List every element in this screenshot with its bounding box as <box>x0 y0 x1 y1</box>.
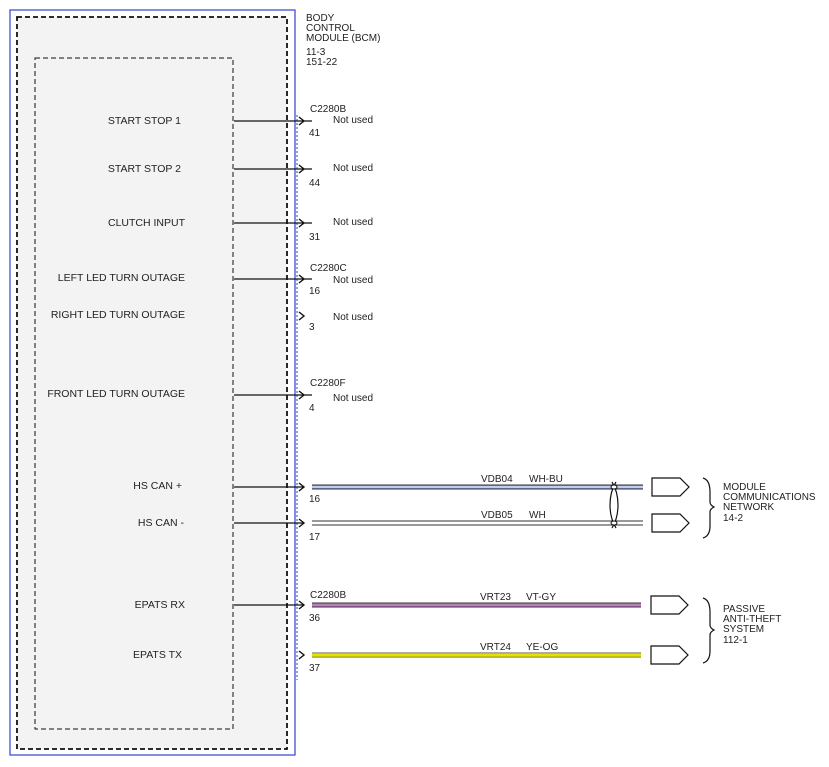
pin-arrow-icon <box>298 116 306 126</box>
module-title-line: BODY <box>306 13 335 24</box>
connector-terminal-icon <box>650 645 689 665</box>
signal-label: EPATS TX <box>133 649 182 661</box>
pin-number: 31 <box>309 232 321 243</box>
pin-arrow-icon <box>298 650 306 660</box>
pin-arrow-icon <box>298 482 306 492</box>
signal-label: RIGHT LED TURN OUTAGE <box>51 309 185 321</box>
pin-number: 3 <box>309 322 315 333</box>
pin-number: 17 <box>309 532 321 543</box>
destination-pats: PASSIVE ANTI-THEFT SYSTEM 112-1 <box>723 604 784 646</box>
signal-label: START STOP 1 <box>108 115 181 127</box>
circuit-id: VRT24 <box>480 642 511 653</box>
signal-label: FRONT LED TURN OUTAGE <box>47 388 185 400</box>
signal-label: LEFT LED TURN OUTAGE <box>58 272 185 284</box>
module-title-line: MODULE (BCM) <box>306 33 380 44</box>
destination-network: MODULE COMMUNICATIONS NETWORK 14-2 <box>723 482 818 524</box>
pin-number: 16 <box>309 286 321 297</box>
pin-number: 41 <box>309 128 321 139</box>
wire-color-code: WH <box>529 510 546 521</box>
wire-color-code: VT-GY <box>526 592 556 603</box>
pin-arrow-icon <box>298 164 306 174</box>
destination-line: SYSTEM <box>723 624 764 635</box>
connector-label: C2280C <box>310 263 347 274</box>
pin-number: 4 <box>309 403 315 414</box>
destination-line: COMMUNICATIONS <box>723 492 816 503</box>
pin-arrow-icon <box>298 274 306 284</box>
circuit-id: VDB05 <box>481 510 513 521</box>
circuit-id: VRT23 <box>480 592 511 603</box>
twisted-pair-node <box>610 520 618 526</box>
pin-arrow-icon <box>298 390 306 400</box>
destination-ref: 112-1 <box>723 635 748 646</box>
connector-terminal-icon <box>651 513 690 533</box>
pin-note: Not used <box>333 217 373 228</box>
pin-arrow-icon <box>298 218 306 228</box>
signal-label: HS CAN + <box>133 480 182 492</box>
twisted-pair-node <box>610 484 618 490</box>
connector-label: C2280F <box>310 378 346 389</box>
destination-brace <box>702 597 716 664</box>
destination-line: MODULE <box>723 482 766 493</box>
pin-note: Not used <box>333 312 373 323</box>
signal-label: START STOP 2 <box>108 163 181 175</box>
pin-note: Not used <box>333 115 373 126</box>
pin-arrow-icon <box>298 600 306 610</box>
connector-label: C2280B <box>310 104 346 115</box>
module-ref: 11-3 <box>306 47 326 58</box>
pin-number: 16 <box>309 494 321 505</box>
connector-terminal-icon <box>651 477 690 497</box>
module-title: BODY CONTROL MODULE (BCM) 11-3 151-22 <box>306 13 383 68</box>
pin-number: 37 <box>309 663 321 674</box>
module-title-line: CONTROL <box>306 23 355 34</box>
pin-number: 36 <box>309 613 321 624</box>
connector-label: C2280B <box>310 590 346 601</box>
destination-ref: 14-2 <box>723 513 743 524</box>
pin-number: 44 <box>309 178 321 189</box>
pin-arrow-icon <box>298 518 306 528</box>
module-ref: 151-22 <box>306 57 338 68</box>
circuit-id: VDB04 <box>481 474 513 485</box>
destination-line: ANTI-THEFT <box>723 614 781 625</box>
destination-brace <box>702 477 716 539</box>
pin-note: Not used <box>333 163 373 174</box>
wire-color-code: YE-OG <box>526 642 558 653</box>
signal-label: HS CAN - <box>138 517 185 529</box>
pin-note: Not used <box>333 275 373 286</box>
pin-note: Not used <box>333 393 373 404</box>
connector-terminal-icon <box>650 595 689 615</box>
signal-label: EPATS RX <box>135 599 185 611</box>
destination-line: NETWORK <box>723 502 774 513</box>
bcm-module-box <box>16 16 288 750</box>
bcm-inner-box <box>34 57 234 730</box>
signal-label: CLUTCH INPUT <box>108 217 186 229</box>
pin-arrow-icon <box>298 311 306 321</box>
destination-line: PASSIVE <box>723 604 765 615</box>
wire-color-code: WH-BU <box>529 474 563 485</box>
